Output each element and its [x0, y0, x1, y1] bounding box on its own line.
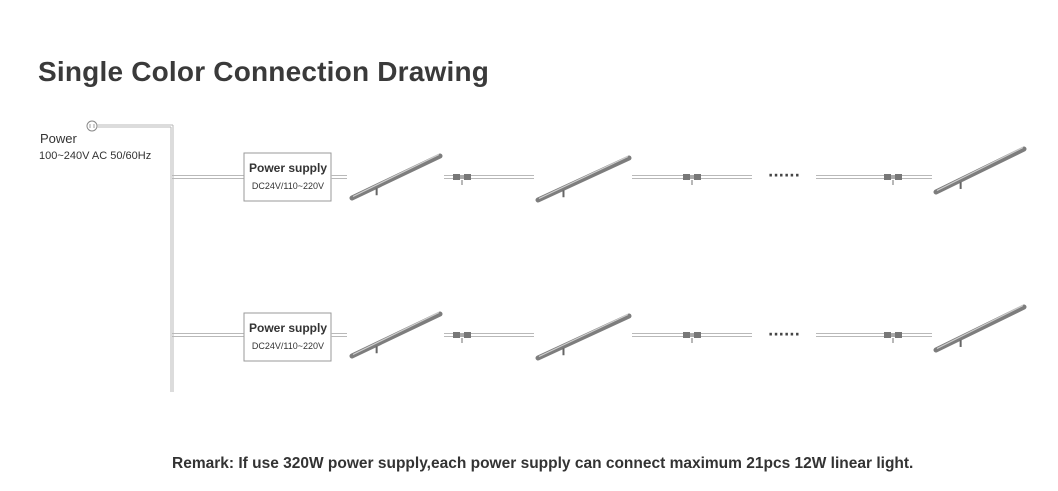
power-supply-title: Power supply [249, 161, 327, 175]
remark-note: Remark: If use 320W power supply,each po… [172, 455, 914, 472]
cable-connector [683, 332, 701, 343]
power-supply-title: Power supply [249, 321, 327, 335]
linear-light-bar [933, 304, 1027, 353]
power-spec: 100~240V AC 50/60Hz [39, 150, 152, 162]
link-cable [816, 333, 932, 337]
linear-light-bar [349, 311, 443, 359]
linear-light-bar [535, 313, 632, 361]
link-cable [816, 175, 932, 179]
cable-connector [884, 174, 902, 185]
cable-connector [884, 332, 902, 343]
cable-connector [453, 174, 471, 185]
power-supply-spec: DC24V/110~220V [252, 181, 324, 191]
page-title: Single Color Connection Drawing [38, 56, 490, 87]
linear-light-bar [933, 146, 1027, 195]
output-wire [331, 175, 347, 179]
continuation-dots: ······ [768, 168, 800, 184]
power-label: Power [40, 131, 77, 146]
output-wire [331, 333, 347, 337]
cable-connector [683, 174, 701, 185]
mains-feed-wire [97, 124, 174, 392]
branch-wire [172, 175, 244, 179]
power-supply-spec: DC24V/110~220V [252, 341, 324, 351]
linear-light-bar [535, 155, 632, 203]
linear-light-bar [349, 153, 443, 201]
continuation-dots: ······ [768, 327, 800, 343]
cable-connector [453, 332, 471, 343]
plug-icon [86, 120, 98, 132]
branch-wire [172, 333, 244, 337]
